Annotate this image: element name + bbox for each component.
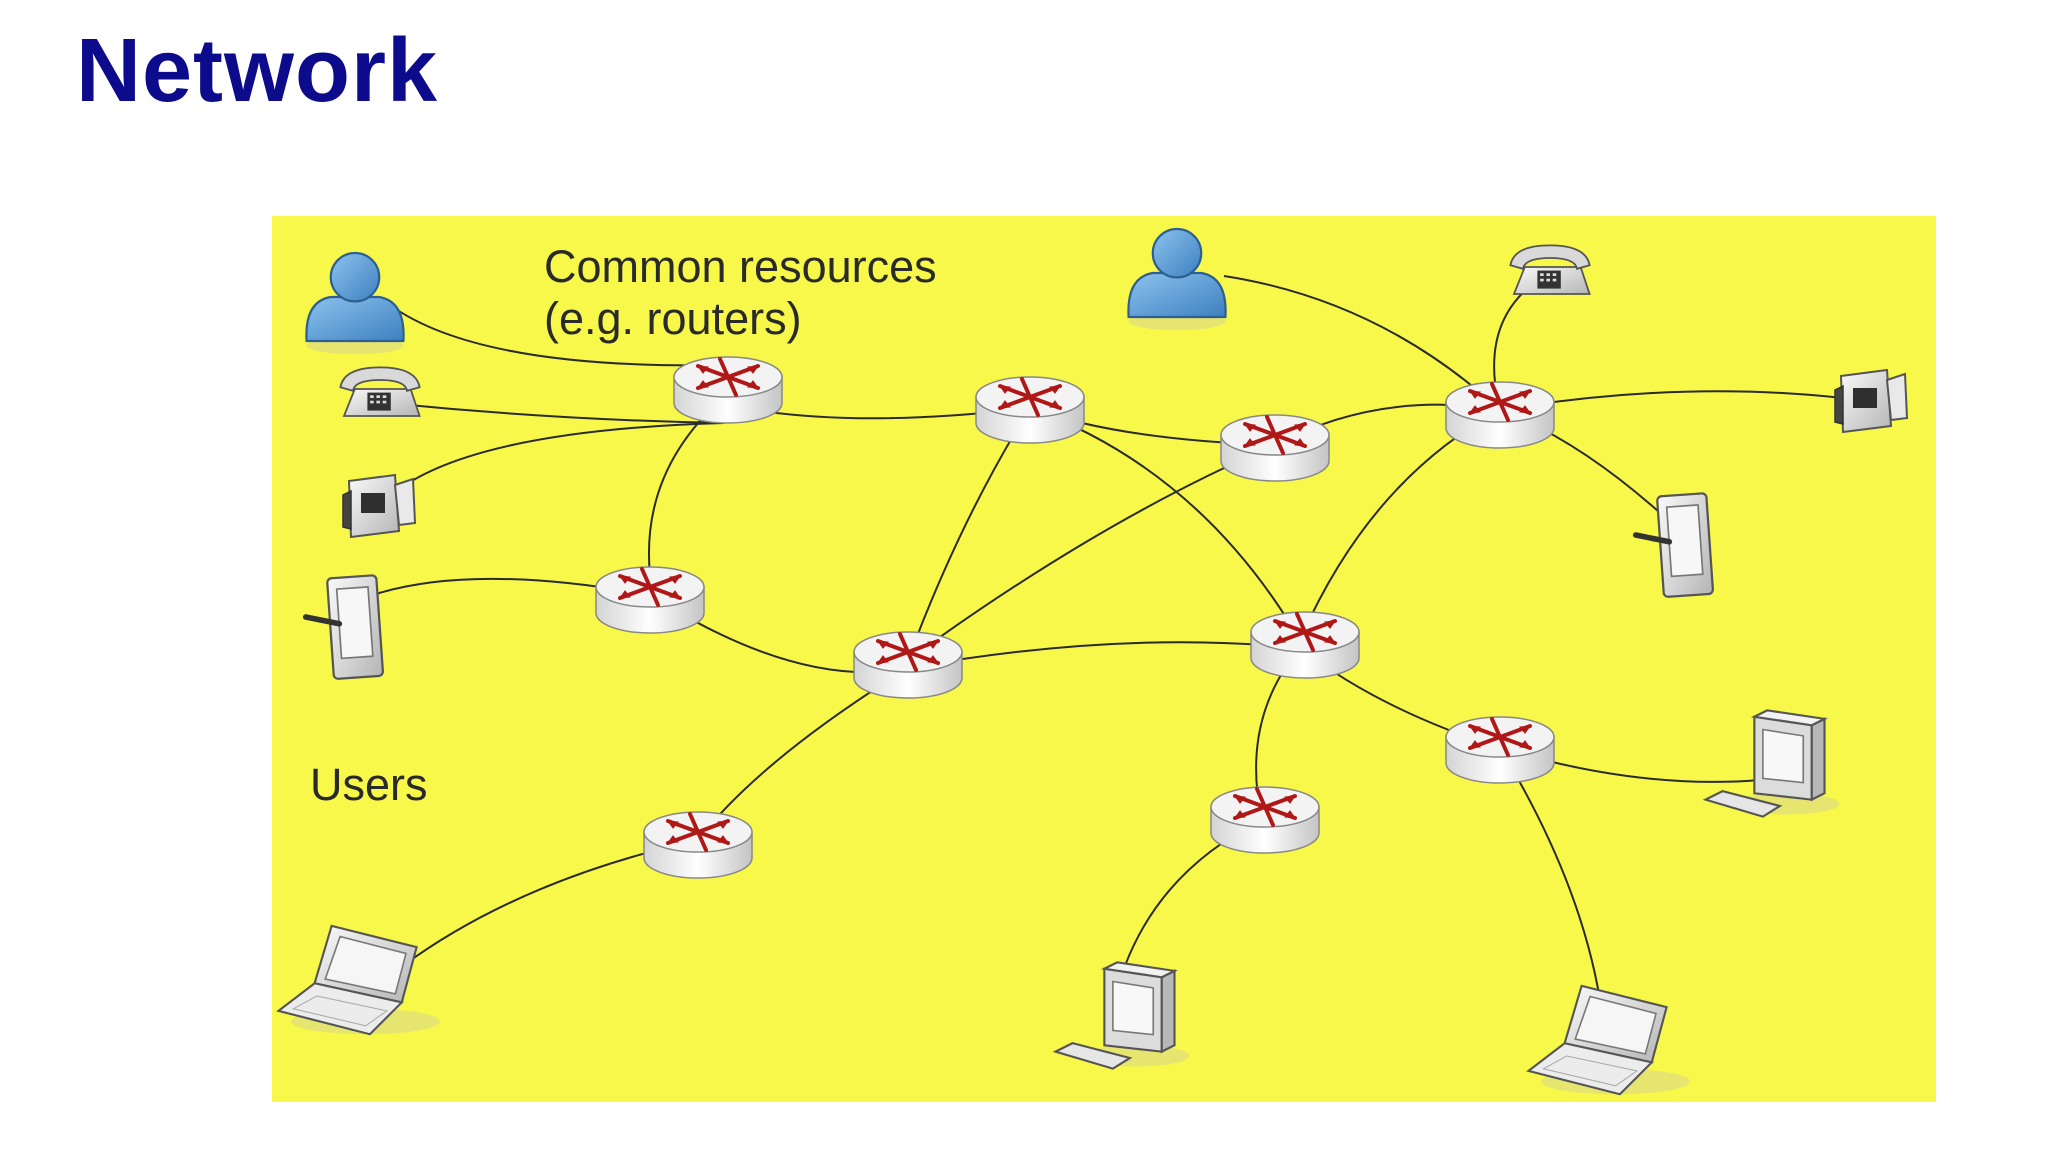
common-resources-label-line2: (e.g. routers) <box>544 293 802 344</box>
router-icon <box>642 810 754 880</box>
slide-title: Network <box>76 21 439 121</box>
diagram-background <box>272 216 1936 1102</box>
router-icon <box>1219 413 1331 483</box>
router-icon <box>1249 610 1361 680</box>
users-label: Users <box>310 759 428 810</box>
router-icon <box>852 630 964 700</box>
router-icon <box>1444 380 1556 450</box>
router-icon <box>1444 715 1556 785</box>
router-icon <box>974 375 1086 445</box>
router-icon <box>672 355 784 425</box>
common-resources-label-line1: Common resources <box>544 241 937 292</box>
router-icon <box>594 565 706 635</box>
router-icon <box>1209 785 1321 855</box>
